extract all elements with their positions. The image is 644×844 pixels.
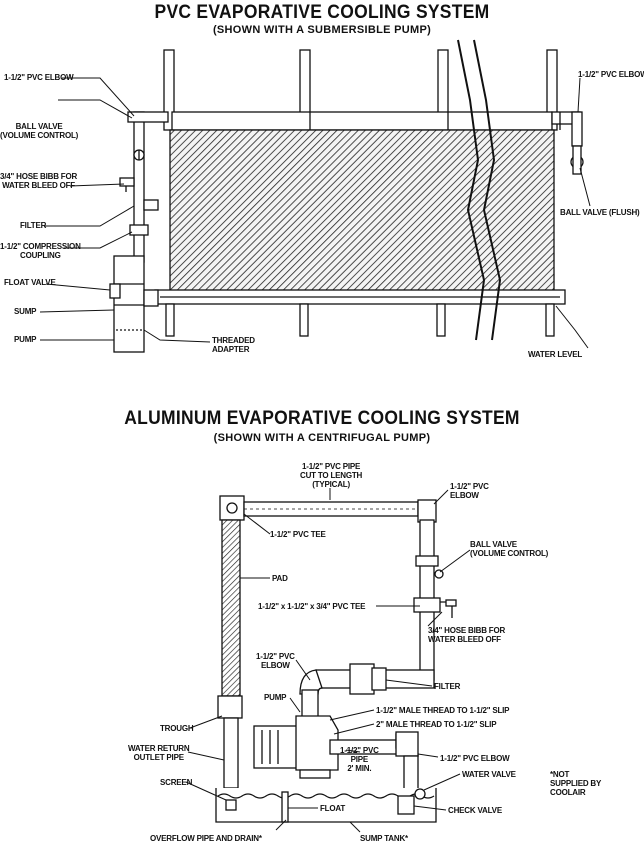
bottom-diagram-title: ALUMINUM EVAPORATIVE COOLING SYSTEM <box>124 408 520 429</box>
bottom-diagram-subtitle: (SHOWN WITH A CENTRIFUGAL PUMP) <box>213 432 431 444</box>
label-male-thread-2: 2" MALE THREAD TO 1-1/2" SLIP <box>376 720 497 729</box>
label-hose-bibb-bottom: 3/4" HOSE BIBB FOR WATER BLEED OFF <box>428 626 506 644</box>
label-pad: PAD <box>272 574 288 583</box>
label-elbow-right: 1-1/2" PVC ELBOW <box>578 70 644 79</box>
label-elbow-left: 1-1/2" PVC ELBOW <box>4 73 74 82</box>
label-compression-coupling: 1-1/2" COMPRESSION COUPLING <box>0 242 81 260</box>
label-tee: 1-1/2" PVC TEE <box>270 530 326 539</box>
label-pump-top: PUMP <box>14 335 37 344</box>
label-not-supplied: *NOT SUPPLIED BY COOLAIR <box>550 770 602 797</box>
label-ball-valve: BALL VALVE (VOLUME CONTROL) <box>470 540 549 558</box>
label-sump-tank: SUMP TANK* <box>360 834 408 843</box>
label-ball-valve-flush: BALL VALVE (FLUSH) <box>560 208 640 217</box>
label-filter-bottom: FILTER <box>434 682 461 691</box>
label-float-valve: FLOAT VALVE <box>4 278 56 287</box>
top-diagram-subtitle: (SHOWN WITH A SUBMERSIBLE PUMP) <box>212 24 432 36</box>
label-ball-valve-volume: BALL VALVE (VOLUME CONTROL) <box>0 122 79 140</box>
label-elbow-mid: 1-1/2" PVC ELBOW <box>256 652 295 670</box>
label-male-thread-1: 1-1/2" MALE THREAD TO 1-1/2" SLIP <box>376 706 510 715</box>
label-pump-bottom: PUMP <box>264 693 287 702</box>
pvc-leader-lines <box>39 77 591 349</box>
label-hose-bibb-top: 3/4" HOSE BIBB FOR WATER BLEED OFF <box>0 172 78 190</box>
label-trough: TROUGH <box>160 724 194 733</box>
pvc-system-drawing <box>109 39 584 353</box>
aluminum-system-drawing <box>215 495 457 823</box>
label-screen: SCREEN <box>160 778 193 787</box>
label-overflow: OVERFLOW PIPE AND DRAIN* <box>150 834 262 843</box>
aluminum-leader-lines <box>185 488 471 833</box>
label-elbow-low: 1-1/2" PVC ELBOW <box>440 754 510 763</box>
label-check-valve: CHECK VALVE <box>448 806 502 815</box>
label-threaded-adapter: THREADED ADAPTER <box>212 336 255 354</box>
label-filter-top: FILTER <box>20 221 47 230</box>
label-water-return: WATER RETURN OUTLET PIPE <box>128 744 190 762</box>
label-sump: SUMP <box>14 307 37 316</box>
label-water-level: WATER LEVEL <box>528 350 583 359</box>
label-pvc-pipe-min: 1-1/2" PVC PIPE 2' MIN. <box>340 746 379 773</box>
label-float: FLOAT <box>320 804 346 813</box>
label-reducing-tee: 1-1/2" x 1-1/2" x 3/4" PVC TEE <box>258 602 366 611</box>
label-pipe-cut: 1-1/2" PVC PIPE CUT TO LENGTH (TYPICAL) <box>300 462 363 489</box>
label-elbow-top: 1-1/2" PVC ELBOW <box>450 482 489 500</box>
label-water-valve: WATER VALVE <box>462 770 516 779</box>
top-diagram-title: PVC EVAPORATIVE COOLING SYSTEM <box>154 2 490 23</box>
